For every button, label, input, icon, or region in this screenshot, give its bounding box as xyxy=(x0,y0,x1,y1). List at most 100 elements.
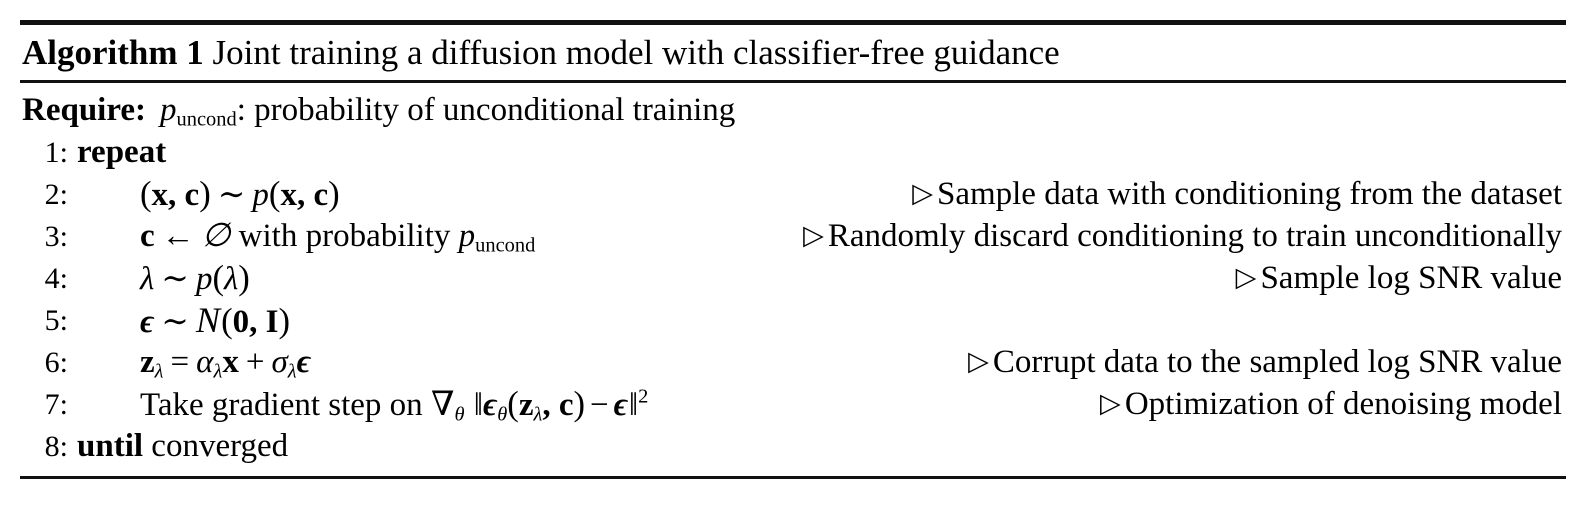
symbol-c-7: c xyxy=(558,387,574,423)
sim-operator-5: ∼ xyxy=(161,304,189,340)
line-code-4: λ∼p(λ) xyxy=(140,257,250,300)
line-code-5: ϵ∼N(0, I) xyxy=(140,299,290,343)
keyword-until: until xyxy=(77,428,144,464)
comment-triangle-icon: ▷ xyxy=(912,178,933,208)
algorithm-line-4: 4: λ∼p(λ) ▷Sample log SNR value xyxy=(20,257,1566,299)
take-gradient-step-text: Take gradient step on xyxy=(140,387,423,423)
leftarrow-operator: ← xyxy=(161,218,195,254)
line-number-1: 1: xyxy=(44,136,68,169)
symbol-nabla-subscript-theta: θ xyxy=(454,403,465,426)
line-number-3: 3: xyxy=(44,220,68,253)
symbol-sigma: σ xyxy=(271,344,288,380)
lparen-7: ( xyxy=(507,385,519,423)
comma: , xyxy=(168,177,177,213)
algorithm-title: Algorithm 1 Joint training a diffusion m… xyxy=(20,25,1566,80)
line-comment-2: ▷Sample data with conditioning from the … xyxy=(912,173,1562,216)
rparen: ) xyxy=(199,175,211,213)
comment-triangle-icon: ▷ xyxy=(1235,262,1257,292)
algorithm-title-text: Joint training a diffusion model with cl… xyxy=(212,33,1060,72)
plus-operator: + xyxy=(245,344,265,380)
comma-2: , xyxy=(296,177,306,213)
line-number-7: 7: xyxy=(44,388,68,421)
lparen-4: ( xyxy=(212,259,224,297)
line-number-5: 5: xyxy=(44,304,68,337)
symbol-alpha-subscript-lambda: λ xyxy=(213,360,223,383)
symbol-p-uncond: p xyxy=(458,218,476,254)
symbol-epsilon-7: ϵ xyxy=(483,387,498,423)
symbol-z: z xyxy=(140,344,155,380)
line-number-4: 4: xyxy=(44,262,68,295)
symbol-emptyset: ∅ xyxy=(201,218,231,254)
algorithm-line-5: 5: ϵ∼N(0, I) xyxy=(20,299,1566,341)
top-rule xyxy=(20,20,1566,25)
comma-5: , xyxy=(249,304,258,340)
line-code-2: (x, c)∼p(x, c) xyxy=(140,173,340,216)
line-code-7: Take gradient step on ∇θ ‖ϵθ(zλ, c)−ϵ‖2 xyxy=(140,383,648,426)
line-code-6: zλ=αλx+σλϵ xyxy=(140,341,311,383)
lparen: ( xyxy=(140,175,152,213)
symbol-x: x xyxy=(151,177,169,213)
sim-operator-4: ∼ xyxy=(161,261,189,297)
symbol-identity-matrix: I xyxy=(265,304,279,340)
comment-triangle-icon: ▷ xyxy=(1100,388,1121,418)
minus-operator: − xyxy=(590,387,609,423)
line-code-1: repeat xyxy=(77,131,166,173)
symbol-p-4: p xyxy=(195,261,213,297)
symbol-c-3: c xyxy=(140,218,155,254)
algorithm-line-1: 1: repeat xyxy=(20,131,1566,173)
title-rule xyxy=(20,80,1566,83)
algorithm-line-2: 2: (x, c)∼p(x, c) ▷Sample data with cond… xyxy=(20,173,1566,215)
require-code: Require:puncond: probability of uncondit… xyxy=(22,89,735,131)
comment-text-2: Sample data with conditioning from the d… xyxy=(936,176,1562,212)
symbol-cal-n: N xyxy=(195,300,221,340)
symbol-x-6: x xyxy=(222,344,239,380)
comma-7: , xyxy=(542,387,551,423)
symbol-epsilon-6: ϵ xyxy=(296,344,311,380)
algorithm-line-6: 6: zλ=αλx+σλϵ ▷Corrupt data to the sampl… xyxy=(20,341,1566,383)
symbol-sigma-subscript-lambda: λ xyxy=(287,360,297,383)
comment-text-7: Optimization of denoising model xyxy=(1124,386,1562,422)
comment-triangle-icon: ▷ xyxy=(968,346,989,376)
algorithm-block: Algorithm 1 Joint training a diffusion m… xyxy=(20,20,1566,479)
lparen-5: ( xyxy=(221,302,233,340)
bottom-rule xyxy=(20,476,1566,479)
rparen-7: ) xyxy=(573,385,586,423)
symbol-p-uncond-subscript: uncond xyxy=(475,234,536,257)
norm-bar-close: ‖ xyxy=(628,387,638,423)
symbol-lambda: λ xyxy=(140,261,155,297)
line-comment-6: ▷Corrupt data to the sampled log SNR val… xyxy=(968,341,1562,384)
sim-operator: ∼ xyxy=(217,177,246,213)
with-probability-text: with probability xyxy=(238,218,451,254)
equals-operator: = xyxy=(170,344,190,380)
require-symbol: p xyxy=(160,92,177,128)
line-comment-4: ▷Sample log SNR value xyxy=(1236,257,1562,300)
symbol-p: p xyxy=(252,177,269,213)
symbol-epsilon-7b: ϵ xyxy=(613,387,628,423)
line-comment-3: ▷Randomly discard conditioning to train … xyxy=(803,215,1562,258)
symbol-epsilon-subscript-theta: θ xyxy=(497,403,508,426)
symbol-alpha: α xyxy=(196,344,214,380)
symbol-z-7: z xyxy=(518,387,534,423)
algorithm-line-7: 7: Take gradient step on ∇θ ‖ϵθ(zλ, c)−ϵ… xyxy=(20,383,1566,425)
symbol-c: c xyxy=(184,177,200,213)
require-label: Require: xyxy=(22,92,147,128)
algorithm-line-8: 8: until converged xyxy=(20,425,1566,467)
norm-superscript-two: 2 xyxy=(638,385,649,408)
symbol-z-subscript-lambda-7: λ xyxy=(533,403,543,426)
comment-text-3: Randomly discard conditioning to train u… xyxy=(827,218,1562,254)
symbol-zero-vector: 0 xyxy=(232,304,250,340)
require-line: Require:puncond: probability of uncondit… xyxy=(20,89,1566,131)
symbol-x-2: x xyxy=(280,177,297,213)
norm-bar-open: ‖ xyxy=(473,387,483,423)
symbol-c-2: c xyxy=(313,177,329,213)
symbol-nabla: ∇ xyxy=(430,386,455,423)
line-comment-7: ▷Optimization of denoising model xyxy=(1100,383,1562,426)
algorithm-title-label: Algorithm 1 xyxy=(22,33,204,72)
require-text: : probability of unconditional training xyxy=(236,92,736,128)
line-number-6: 6: xyxy=(44,346,68,379)
rparen-5: ) xyxy=(278,302,291,340)
line-code-8: until converged xyxy=(77,425,288,467)
comment-text-4: Sample log SNR value xyxy=(1260,260,1562,296)
algorithm-line-3: 3: c←∅ with probability puncond ▷Randoml… xyxy=(20,215,1566,257)
converged-text: converged xyxy=(151,428,289,464)
